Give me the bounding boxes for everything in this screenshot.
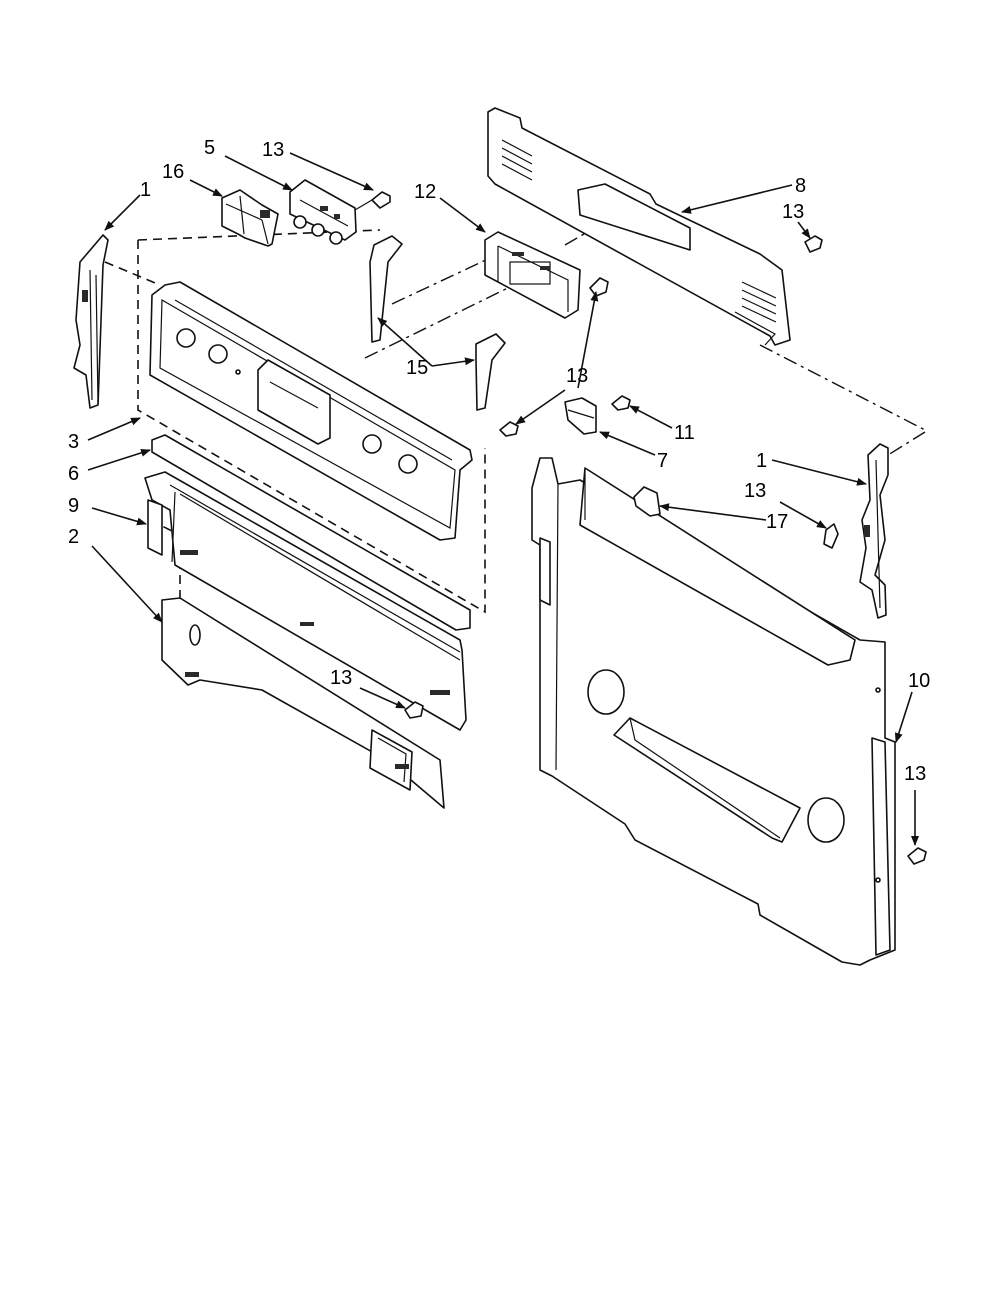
rear-shield xyxy=(487,107,791,346)
screw-icon-1 xyxy=(354,191,391,211)
screw-icon-6 xyxy=(404,701,424,719)
callout-6: 6 xyxy=(68,463,79,485)
callout-1-left: 1 xyxy=(140,179,151,201)
callout-13-lower: 13 xyxy=(330,667,352,689)
callout-12: 12 xyxy=(414,181,436,203)
screw-icon-7 xyxy=(823,523,839,549)
leader-lines xyxy=(87,152,919,846)
control-board xyxy=(289,179,357,245)
small-bracket xyxy=(564,397,597,435)
callout-5: 5 xyxy=(204,137,215,159)
callout-17: 17 xyxy=(766,511,788,533)
screw-icon-2 xyxy=(804,235,823,253)
callout-10: 10 xyxy=(908,670,930,692)
callout-13-mid: 13 xyxy=(566,365,588,387)
callout-13-side: 13 xyxy=(744,480,766,502)
clip-17 xyxy=(633,486,661,517)
rear-panel xyxy=(531,457,896,966)
manifold-panel xyxy=(144,471,467,731)
callout-11: 11 xyxy=(674,422,695,444)
lower-panel xyxy=(161,597,445,809)
vent-slots-left xyxy=(501,139,533,181)
callout-3: 3 xyxy=(68,431,79,453)
callout-9: 9 xyxy=(68,495,79,517)
control-panel xyxy=(149,281,473,541)
trim-strip xyxy=(151,434,471,631)
callout-13-bottom-right: 13 xyxy=(904,763,926,785)
callout-7: 7 xyxy=(657,450,668,472)
callout-16: 16 xyxy=(162,161,184,183)
screw-icon-5 xyxy=(611,395,631,411)
display-housing xyxy=(484,231,581,319)
callout-8: 8 xyxy=(795,175,806,197)
clip-upper xyxy=(369,235,403,343)
callout-1-right: 1 xyxy=(756,450,767,472)
screw-icon-3 xyxy=(589,277,609,297)
callout-15: 15 xyxy=(406,357,428,379)
side-trim-right xyxy=(859,443,889,619)
screw-icon-8 xyxy=(907,847,927,865)
control-bracket xyxy=(221,189,279,247)
screw-icon-4 xyxy=(499,421,519,437)
clip-lower xyxy=(475,333,506,411)
callout-labels: 1 2 3 5 6 7 8 9 10 11 12 13 13 13 13 13 … xyxy=(68,137,930,785)
side-trim-left xyxy=(73,234,109,409)
vent-slots-right xyxy=(741,281,777,323)
callout-13-right-top: 13 xyxy=(782,201,804,223)
callout-2: 2 xyxy=(68,526,79,548)
callout-13-top: 13 xyxy=(262,139,284,161)
